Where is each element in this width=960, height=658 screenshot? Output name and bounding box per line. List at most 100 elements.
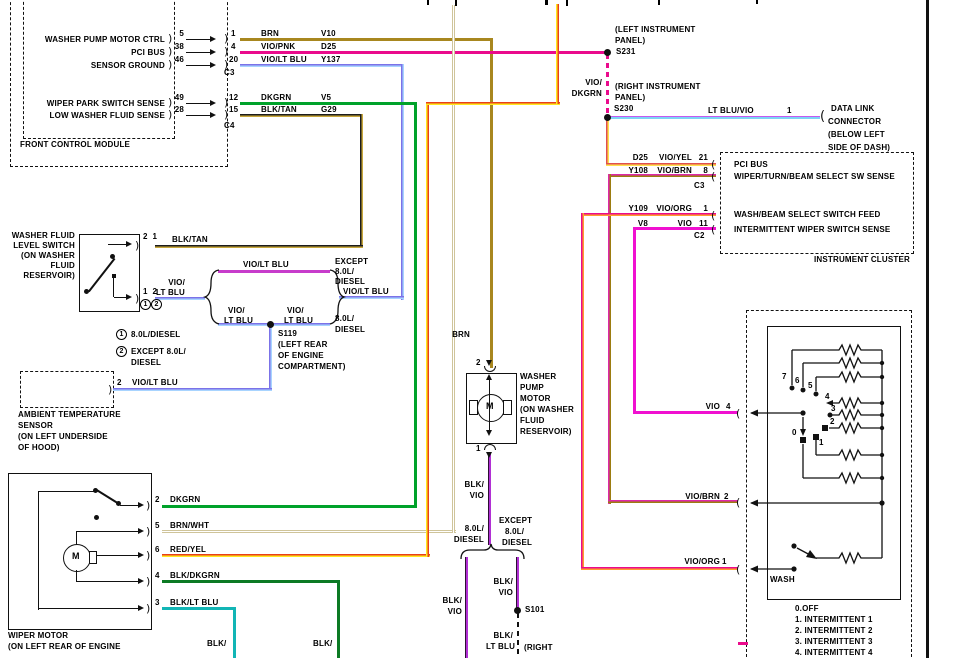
split-right-top: DIESEL [335, 277, 366, 286]
fcm-outer-box [10, 0, 228, 167]
wire-vio [633, 227, 716, 230]
fcm-pin-in: 15 [229, 105, 239, 114]
pin-arrow [186, 110, 216, 120]
splice-s231-loc: (LEFT INSTRUMENT [615, 25, 696, 34]
wash-label: WASH [770, 575, 795, 584]
pump-right-wire: VIO [498, 588, 513, 597]
split-right-bot: DIESEL [335, 325, 366, 334]
pump-name: WASHER [520, 372, 557, 381]
connector-half-circle: ) [146, 525, 151, 538]
wire-vio-ltblu [113, 388, 272, 391]
ambient-name: (ON LEFT UNDERSIDE [18, 432, 108, 441]
wire-blk-ltblu [233, 607, 236, 658]
fcm-row-label: WIPER PARK SWITCH SENSE [46, 99, 165, 108]
connector-half-circle: ( [820, 109, 826, 124]
fcm-wire-name: DKGRN [261, 93, 292, 102]
cluster-wire: VIO/ORG [656, 204, 692, 213]
ambient-name: AMBIENT TEMPERATURE [18, 410, 121, 419]
ambient-sensor-box [20, 371, 114, 408]
bottom-wire-label: BLK/ [313, 639, 333, 648]
arrowhead [486, 430, 492, 436]
switch-pos: 4 [825, 392, 830, 401]
wiper-motor-name: (ON LEFT REAR OF ENGINE [8, 642, 121, 651]
pump-name: FLUID [520, 416, 545, 425]
level-switch-wire-bottom: LT BLU [155, 288, 185, 297]
connector-half-circle: ) [146, 575, 151, 588]
pump-left-wire: BLK/ [442, 596, 462, 605]
pump-split-left: 8.0L/ [464, 524, 484, 533]
level-switch-pins-bottom: 1 2 [143, 287, 158, 296]
connector-half-circle: ) [168, 96, 173, 109]
wire-vio [633, 411, 738, 414]
connector-half-circle: ( [711, 158, 716, 171]
connector-half-circle: ) [168, 45, 173, 58]
contact-dot [116, 501, 121, 506]
level-switch-name: WASHER FLUID [11, 231, 75, 240]
wire-vio-brn [608, 500, 738, 503]
switch-legend: 3. INTERMITTENT 3 [795, 637, 873, 646]
wiper-motor-wire: DKGRN [170, 495, 201, 504]
pump-left-wire: VIO [447, 607, 462, 616]
switch-pos: 6 [795, 376, 800, 385]
level-switch-wire-top: BLK/TAN [172, 235, 208, 244]
pump-below-loc: (RIGHT [524, 643, 553, 652]
wire-vio-ltblu-diesel [218, 323, 330, 326]
wire-brn-wht [162, 530, 456, 533]
connector-half-circle: ) [224, 32, 229, 45]
fcm-connector-c3: C3 [224, 68, 235, 77]
motor-line [77, 526, 144, 536]
fcm-circuit: D25 [321, 42, 337, 51]
fcm-pin-out: 5 [179, 29, 184, 38]
wiper-motor-pin: 2 [155, 495, 160, 504]
dlc-pin: 1 [787, 106, 792, 115]
wire-vio-ltblu-except [218, 270, 330, 273]
split-right-bot: 8.0L/ [335, 314, 355, 323]
split-right-wire: VIO/LT BLU [343, 287, 389, 296]
fcm-row-label: LOW WASHER FLUID SENSE [49, 111, 165, 120]
wire-vio-pnk [240, 51, 608, 54]
ambient-pin: 2 [117, 378, 122, 387]
splice-s119-loc: OF ENGINE [278, 351, 324, 360]
connector-half-circle: ) [224, 108, 229, 121]
connector-half-circle: ( [711, 209, 716, 222]
split-right-top: EXCEPT [335, 257, 369, 266]
splice-s119-loc: COMPARTMENT) [278, 362, 346, 371]
pump-below-wire: BLK/ [493, 631, 513, 640]
switch-entry-wire: VIO/BRN [685, 492, 720, 501]
motor-line [38, 603, 144, 613]
title-fragment [545, 0, 548, 5]
connector-half-circle: ) [146, 549, 151, 562]
level-switch-name: (ON WASHER [21, 251, 75, 260]
dlc-wire: LT BLU/VIO [708, 106, 754, 115]
fcm-wire-name: VIO/LT BLU [261, 55, 307, 64]
switch-arrow [114, 292, 132, 302]
wiper-motor-pin: 5 [155, 521, 160, 530]
cluster-row-label: INTERMITTENT WIPER SWITCH SENSE [734, 225, 891, 234]
fcm-row-label: WASHER PUMP MOTOR CTRL [44, 35, 165, 44]
switch-line [113, 276, 115, 297]
motor-tab [469, 400, 478, 415]
wiper-motor-box [8, 473, 152, 630]
wire-blk-vio [465, 557, 468, 658]
wire-vio-org [581, 567, 738, 570]
wiper-switch-inner-box [767, 326, 901, 600]
level-switch-pins-top: 2 1 [143, 232, 158, 241]
wire-blk-dkgrn [162, 580, 340, 583]
connector-half-circle: ) [146, 602, 151, 615]
wire-red-yel [426, 102, 560, 105]
variant-2-note: EXCEPT 8.0L/ [131, 347, 186, 356]
switch-legend: 0.OFF [795, 604, 819, 613]
splice-s230-loc: (RIGHT INSTRUMENT [615, 82, 701, 91]
fcm-pin-out: 38 [174, 42, 184, 51]
wire-vio-yel [606, 118, 609, 166]
fcm-wire-name: BLK/TAN [261, 105, 297, 114]
pump-pin-bot: 1 [476, 444, 481, 453]
wire-blk-ltblu [162, 607, 236, 610]
switch-arrow [112, 239, 132, 249]
pump-pin-top: 2 [476, 358, 481, 367]
connector-half-circle: ( [711, 170, 716, 183]
switch-pos: 5 [808, 381, 813, 390]
splice-s230-loc: PANEL) [615, 93, 646, 102]
variant-1-badge: 1 [140, 299, 151, 310]
connector-cup [484, 366, 496, 372]
